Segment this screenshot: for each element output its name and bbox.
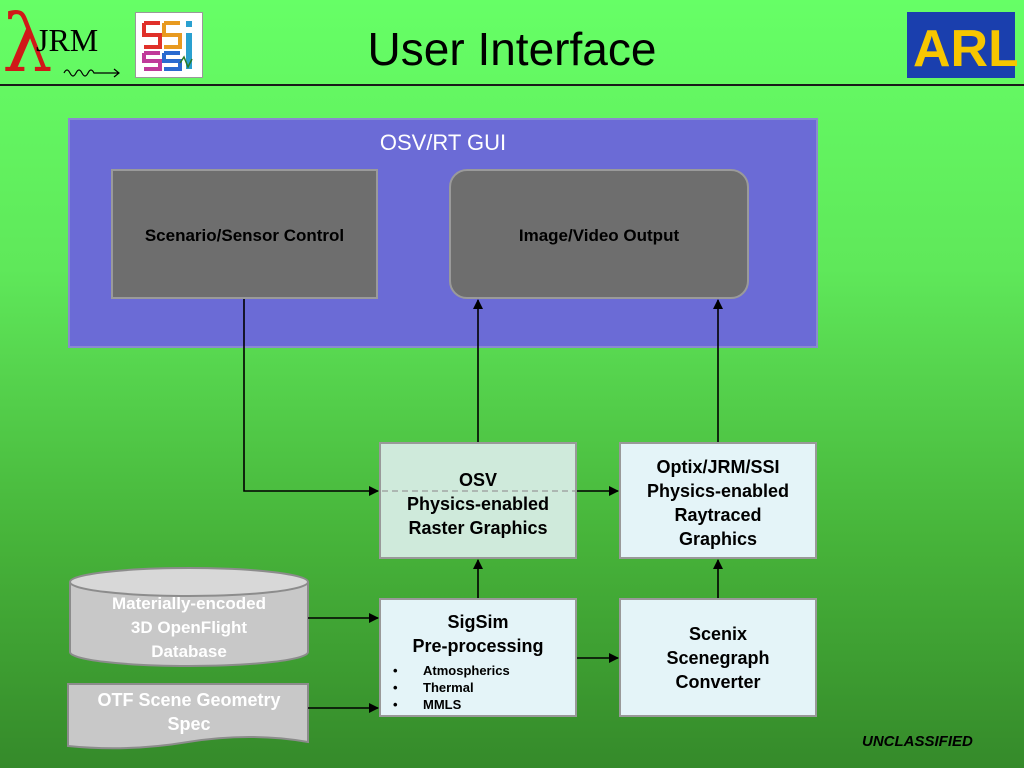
jrm-logo: λ JRM: [0, 4, 125, 88]
lambda-icon: λ: [2, 0, 53, 90]
arl-logo-text: ARL: [913, 20, 1017, 78]
database-line-3: Database: [151, 642, 227, 661]
classification-marking: UNCLASSIFIED: [862, 733, 973, 750]
osv-line-3: Raster Graphics: [408, 518, 548, 538]
database-cylinder: [69, 567, 309, 667]
arl-logo-graphic: ARL: [907, 12, 1020, 78]
sigsim-bullet-list: •Atmospherics •Thermal •MMLS: [381, 662, 575, 713]
otf-line-2: Spec: [167, 714, 211, 734]
scenix-line-3: Converter: [675, 672, 761, 692]
optix-line-2: Physics-enabled: [646, 481, 790, 501]
otf-line-1: OTF Scene Geometry: [97, 690, 281, 710]
database-label: Materially-encoded 3D OpenFlight Databas…: [70, 592, 308, 664]
image-video-output-box: Image/Video Output: [449, 169, 749, 299]
database-line-2: 3D OpenFlight: [130, 618, 248, 637]
page-title: User Interface: [367, 23, 657, 75]
osv-line-2: Physics-enabled: [406, 494, 550, 514]
scenix-line-1: Scenix: [688, 624, 748, 644]
scenario-sensor-control-label: Scenario/Sensor Control: [144, 226, 345, 245]
optix-line-4: Graphics: [678, 529, 758, 549]
otf-label: OTF Scene Geometry Spec: [70, 688, 308, 736]
optix-line-1: Optix/JRM/SSI: [656, 457, 780, 477]
sigsim-bullet: •MMLS: [393, 697, 462, 712]
title-divider: [0, 84, 1024, 86]
optix-line-3: Raytraced: [674, 505, 762, 525]
osv-line-1: OSV: [458, 470, 497, 490]
scenix-converter-box: Scenix Scenegraph Converter: [619, 598, 817, 717]
sigsim-preprocessing-box: SigSim Pre-processing •Atmospherics •The…: [379, 598, 577, 717]
arrow-control-to-osv: [243, 299, 379, 496]
scenix-line-2: Scenegraph: [666, 648, 770, 668]
database-line-1: Materially-encoded: [112, 594, 266, 613]
sigsim-line-1: SigSim: [447, 612, 509, 632]
ssi-logo-graphic: [142, 21, 193, 71]
arl-logo: ARL: [905, 10, 1020, 80]
jrm-logo-text: JRM: [36, 22, 99, 58]
gui-container-label: OSV/RT GUI: [379, 130, 507, 155]
osv-raster-box: OSV Physics-enabled Raster Graphics: [379, 442, 577, 559]
optix-raytraced-box: Optix/JRM/SSI Physics-enabled Raytraced …: [619, 442, 817, 559]
otf-document-shape: [67, 683, 309, 750]
scenario-sensor-control-box: Scenario/Sensor Control: [111, 169, 378, 299]
sigsim-line-2: Pre-processing: [412, 636, 544, 656]
sigsim-bullet: •Atmospherics: [393, 663, 510, 678]
wave-icon: [63, 68, 120, 78]
image-video-output-label: Image/Video Output: [518, 226, 680, 245]
sigsim-bullet: •Thermal: [393, 680, 474, 695]
ssi-logo: [135, 12, 203, 78]
